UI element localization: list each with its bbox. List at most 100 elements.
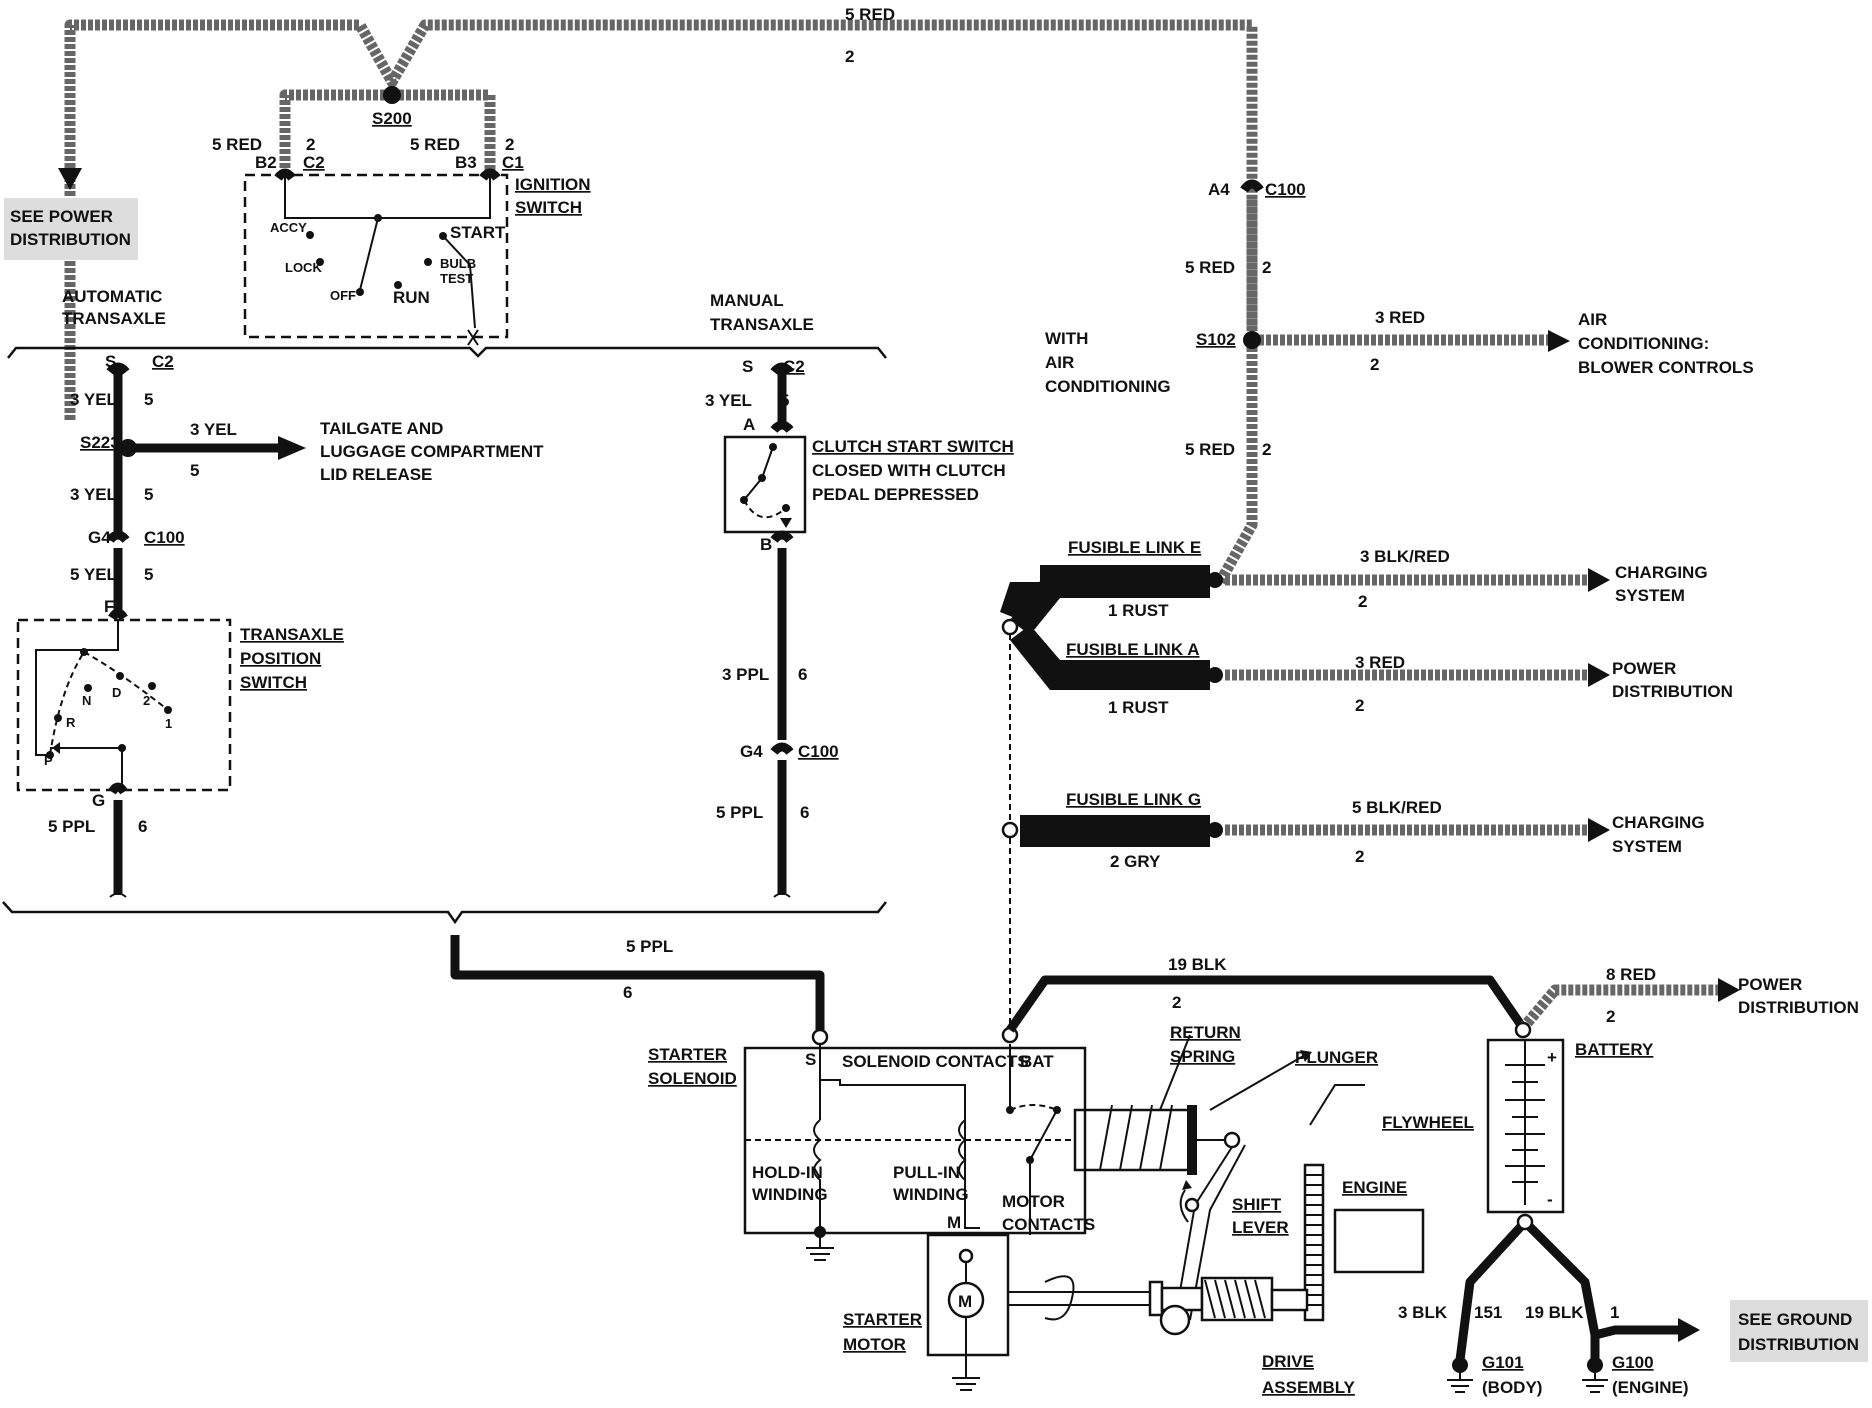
- tps-title-1: TRANSAXLE: [240, 625, 344, 644]
- sol-s-pin: S: [805, 1050, 816, 1069]
- ppl-bot-label: 5 PPL: [626, 937, 673, 956]
- with-ac-2: AIR: [1045, 353, 1074, 372]
- ppl-man2-label: 5 PPL: [716, 803, 763, 822]
- return-spring-2: SPRING: [1170, 1047, 1235, 1066]
- g4-auto-pin: G4: [88, 528, 111, 547]
- return-spring-1: RETURN: [1170, 1023, 1241, 1042]
- g4-man-pin: G4: [740, 742, 763, 761]
- see-ground-box: [1730, 1300, 1868, 1362]
- blk19-top-label: 19 BLK: [1168, 955, 1227, 974]
- tailgate-text-3: LID RELEASE: [320, 465, 432, 484]
- b3-wire-label: 5 RED: [410, 135, 460, 154]
- right-wire-label-2: 5 RED: [1185, 440, 1235, 459]
- top-wire-label: 5 RED: [845, 5, 895, 24]
- ppl-bot-num: 6: [623, 983, 632, 1002]
- splice-s200: [383, 86, 401, 104]
- battery-label: BATTERY: [1575, 1040, 1654, 1059]
- ppl-man1-label: 3 PPL: [722, 665, 769, 684]
- fl-g-dest-1: CHARGING: [1612, 813, 1705, 832]
- c100-man-label: C100: [798, 742, 839, 761]
- starter-feed-wires: [450, 935, 1740, 1046]
- with-ac-1: WITH: [1045, 329, 1088, 348]
- b2-wire-label: 5 RED: [212, 135, 262, 154]
- manual-transaxle-wiring: [723, 362, 807, 898]
- red8-num: 2: [1606, 1007, 1615, 1026]
- motor-contacts-2: CONTACTS: [1002, 1215, 1095, 1234]
- c100-top-label: C100: [1265, 180, 1306, 199]
- yel1-label: 3 YEL: [70, 390, 117, 409]
- manual-transaxle-1: MANUAL: [710, 291, 784, 310]
- fl-a-out: 3 RED: [1355, 653, 1405, 672]
- transaxle-position-switch: [16, 608, 232, 795]
- plunger-label: PLUNGER: [1295, 1048, 1378, 1067]
- css-title-1: CLUTCH START SWITCH: [812, 437, 1014, 456]
- bulb-label-2: TEST: [440, 271, 473, 286]
- right-wire-label-1: 5 RED: [1185, 258, 1235, 277]
- b-pin: B: [760, 535, 772, 554]
- return-num: 2: [1172, 993, 1181, 1012]
- see-power-box: [4, 198, 138, 260]
- solenoid-title-2: SOLENOID: [648, 1069, 737, 1088]
- c2-ign-label: C2: [303, 153, 325, 172]
- ppl-auto-num: 6: [138, 817, 147, 836]
- c2-man-label: C2: [783, 357, 805, 376]
- ac-dest-3: BLOWER CONTROLS: [1578, 358, 1754, 377]
- see-ground-text-2: DISTRIBUTION: [1738, 1335, 1859, 1354]
- flywheel-engine: [1303, 1163, 1425, 1322]
- engine-label: ENGINE: [1342, 1178, 1407, 1197]
- css-title-3: PEDAL DEPRESSED: [812, 485, 979, 504]
- pos-2: 2: [143, 693, 150, 708]
- blk19-num: 1: [1610, 1303, 1619, 1322]
- arrow-down-icon: [58, 168, 82, 190]
- see-power-text-1: SEE POWER: [10, 207, 113, 226]
- transaxle-bottom-bracket: [2, 901, 887, 925]
- s102-label: S102: [1196, 330, 1236, 349]
- lock-label: LOCK: [285, 260, 322, 275]
- yel-man-label: 3 YEL: [705, 391, 752, 410]
- b3-num-label: 2: [505, 135, 514, 154]
- auto-transaxle-2: TRANSAXLE: [62, 309, 166, 328]
- flywheel-label: FLYWHEEL: [1382, 1113, 1474, 1132]
- off-label: OFF: [330, 288, 356, 303]
- starter-solenoid: [743, 1044, 1087, 1238]
- motor-m-icon: M: [958, 1292, 972, 1311]
- blk3-label: 3 BLK: [1398, 1303, 1448, 1322]
- tps-title-2: POSITION: [240, 649, 321, 668]
- tailgate-text-2: LUGGAGE COMPARTMENT: [320, 442, 544, 461]
- pull-in-2: WINDING: [893, 1185, 969, 1204]
- yel2-num: 5: [144, 485, 153, 504]
- battery-minus: -: [1547, 1190, 1553, 1209]
- ignition-switch-title-2: SWITCH: [515, 198, 582, 217]
- tailgate-text-1: TAILGATE AND: [320, 419, 443, 438]
- starter-motor-2: MOTOR: [843, 1335, 906, 1354]
- b2-pin: B2: [255, 153, 277, 172]
- b2-num-label: 2: [306, 135, 315, 154]
- fl-a-wire: 1 RUST: [1108, 698, 1169, 717]
- ppl-man1-num: 6: [798, 665, 807, 684]
- manual-transaxle-2: TRANSAXLE: [710, 315, 814, 334]
- g101-sub: (BODY): [1482, 1378, 1542, 1397]
- yel2-label: 3 YEL: [70, 485, 117, 504]
- top-feed-wires: [58, 19, 1570, 585]
- shift-lever-1: SHIFT: [1232, 1195, 1282, 1214]
- m-pin: M: [947, 1213, 961, 1232]
- top-wire-num: 2: [845, 47, 854, 66]
- c100-auto-label: C100: [144, 528, 185, 547]
- solenoid-title-1: STARTER: [648, 1045, 727, 1064]
- fl-e-dest-2: SYSTEM: [1615, 586, 1685, 605]
- g100-sub: (ENGINE): [1612, 1378, 1689, 1397]
- s-man-pin: S: [742, 357, 753, 376]
- sol-contacts-label: SOLENOID CONTACTS: [842, 1052, 1029, 1071]
- see-power-text-2: DISTRIBUTION: [10, 230, 131, 249]
- fusible-links: [1000, 565, 1610, 1044]
- fl-e-out: 3 BLK/RED: [1360, 547, 1450, 566]
- bulb-label-1: BULB: [440, 256, 476, 271]
- pd-dest-2: DISTRIBUTION: [1738, 998, 1859, 1017]
- hold-in-2: WINDING: [752, 1185, 828, 1204]
- shift-lever-2: LEVER: [1232, 1218, 1289, 1237]
- ignition-switch-title-1: IGNITION: [515, 175, 591, 194]
- b3-pin: B3: [455, 153, 477, 172]
- tail-wire-label: 3 YEL: [190, 420, 237, 439]
- fl-e-wire: 1 RUST: [1108, 601, 1169, 620]
